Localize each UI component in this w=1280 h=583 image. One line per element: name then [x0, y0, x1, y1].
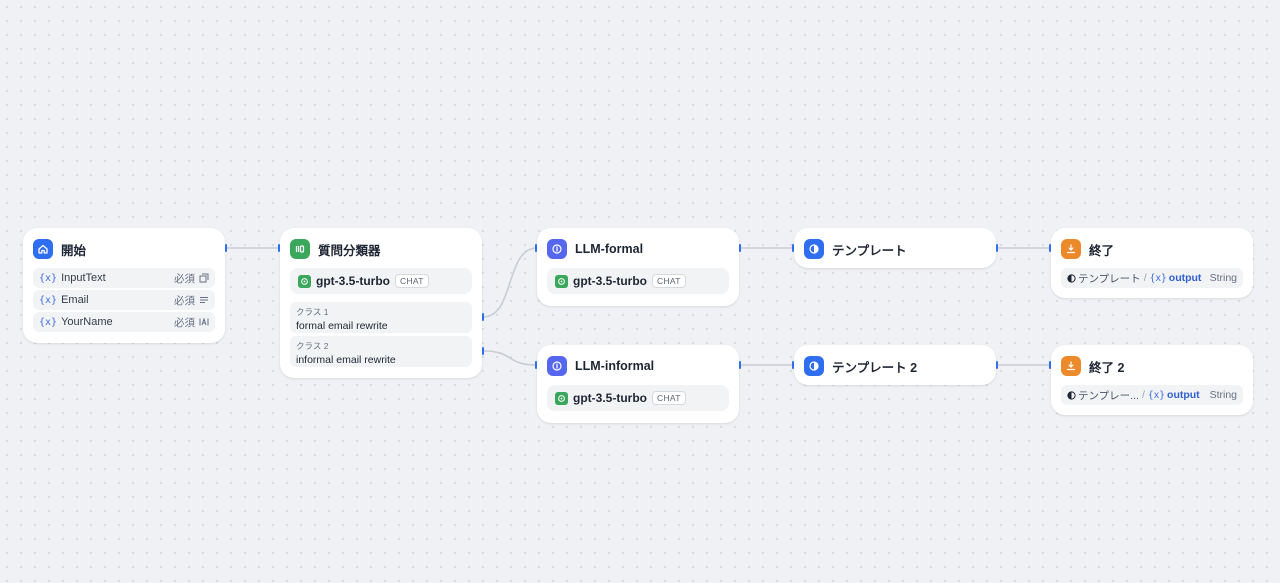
- required-label: 必須: [174, 316, 195, 329]
- required-label: 必須: [174, 294, 195, 307]
- class-item[interactable]: クラス 1 formal email rewrite: [290, 302, 472, 333]
- node-title: テンプレート 2: [832, 360, 918, 375]
- variable-name: output: [1168, 272, 1202, 284]
- end-node[interactable]: 終了 テンプレート / {x} output String: [1051, 228, 1253, 298]
- variable-type: String: [1209, 389, 1237, 401]
- template-icon: [1067, 390, 1076, 400]
- node-title: LLM-formal: [575, 242, 644, 256]
- node-title: 終了 2: [1089, 360, 1125, 375]
- output-handle[interactable]: [739, 244, 741, 252]
- output-handle[interactable]: [739, 361, 741, 369]
- output-handle[interactable]: [996, 244, 998, 252]
- start-node[interactable]: 開始 {x} InputText 必須 {x} Email 必須 {x} You…: [23, 228, 225, 343]
- openai-icon: [555, 274, 568, 288]
- model-selector[interactable]: gpt-3.5-turbo CHAT: [547, 385, 729, 411]
- openai-icon: [555, 391, 568, 405]
- chat-badge: CHAT: [652, 274, 686, 288]
- path-separator: /: [1143, 272, 1147, 284]
- template-2-node[interactable]: テンプレート 2: [794, 345, 996, 385]
- start-variable-row[interactable]: {x} YourName 必須: [33, 312, 215, 332]
- output-handle[interactable]: [482, 347, 484, 355]
- template-node[interactable]: テンプレート: [794, 228, 996, 268]
- chat-badge: CHAT: [652, 391, 686, 405]
- model-name: gpt-3.5-turbo: [316, 274, 390, 288]
- classifier-icon: [290, 239, 310, 259]
- text-cursor-icon: [199, 317, 209, 327]
- start-variable-row[interactable]: {x} Email 必須: [33, 290, 215, 310]
- variable-name: output: [1167, 389, 1200, 401]
- input-handle[interactable]: [278, 244, 280, 252]
- output-handle[interactable]: [482, 313, 484, 321]
- output-handle[interactable]: [996, 361, 998, 369]
- llm-formal-node[interactable]: LLM-formal gpt-3.5-turbo CHAT: [537, 228, 739, 306]
- edge-classifier-llm-informal: [482, 350, 538, 366]
- end-icon: [1061, 239, 1081, 259]
- variable-name: Email: [61, 294, 89, 306]
- output-handle[interactable]: [225, 244, 227, 252]
- openai-icon: [298, 274, 311, 288]
- edge-classifier-llm-formal: [482, 247, 538, 318]
- llm-informal-node[interactable]: LLM-informal gpt-3.5-turbo CHAT: [537, 345, 739, 423]
- end-2-node[interactable]: 終了 2 テンプレー... / {x} output String: [1051, 345, 1253, 415]
- path-separator: /: [1141, 389, 1145, 401]
- model-selector[interactable]: gpt-3.5-turbo CHAT: [290, 268, 472, 294]
- input-handle[interactable]: [1049, 361, 1051, 369]
- start-variable-row[interactable]: {x} InputText 必須: [33, 268, 215, 288]
- variable-type: String: [1209, 272, 1237, 284]
- node-title: テンプレート: [832, 243, 907, 258]
- variable-icon: {x}: [1149, 272, 1167, 284]
- node-title: 開始: [61, 243, 87, 258]
- variable-icon: {x}: [39, 294, 58, 306]
- input-handle[interactable]: [792, 361, 794, 369]
- chat-badge: CHAT: [395, 274, 429, 288]
- required-label: 必須: [174, 272, 195, 285]
- template-icon: [804, 239, 824, 259]
- output-variable-row[interactable]: テンプレー... / {x} output String: [1061, 385, 1243, 405]
- model-name: gpt-3.5-turbo: [573, 391, 647, 405]
- class-value: formal email rewrite: [296, 320, 388, 332]
- variable-icon: {x}: [39, 272, 58, 284]
- input-handle[interactable]: [535, 361, 537, 369]
- llm-icon: [547, 239, 567, 259]
- source-node-name: テンプレー...: [1078, 389, 1139, 402]
- llm-icon: [547, 356, 567, 376]
- input-handle[interactable]: [792, 244, 794, 252]
- input-handle[interactable]: [535, 244, 537, 252]
- template-icon: [804, 356, 824, 376]
- question-classifier-node[interactable]: 質問分類器 gpt-3.5-turbo CHAT クラス 1 formal em…: [280, 228, 482, 378]
- text-lines-icon: [199, 295, 209, 305]
- variable-name: InputText: [61, 272, 106, 284]
- class-value: informal email rewrite: [296, 354, 396, 366]
- variable-icon: {x}: [1147, 389, 1166, 401]
- input-handle[interactable]: [1049, 244, 1051, 252]
- variable-name: YourName: [61, 316, 113, 328]
- output-variable-row[interactable]: テンプレート / {x} output String: [1061, 268, 1243, 288]
- class-name: クラス 1: [296, 307, 329, 317]
- node-title: 質問分類器: [318, 243, 381, 258]
- variable-icon: {x}: [39, 316, 58, 328]
- model-name: gpt-3.5-turbo: [573, 274, 647, 288]
- class-item[interactable]: クラス 2 informal email rewrite: [290, 336, 472, 367]
- source-node-name: テンプレート: [1078, 272, 1141, 285]
- paragraph-icon: [199, 273, 209, 283]
- model-selector[interactable]: gpt-3.5-turbo CHAT: [547, 268, 729, 294]
- class-name: クラス 2: [296, 341, 329, 351]
- node-title: LLM-informal: [575, 359, 655, 373]
- end-icon: [1061, 356, 1081, 376]
- template-icon: [1067, 273, 1076, 283]
- node-title: 終了: [1089, 243, 1115, 258]
- home-icon: [33, 239, 53, 259]
